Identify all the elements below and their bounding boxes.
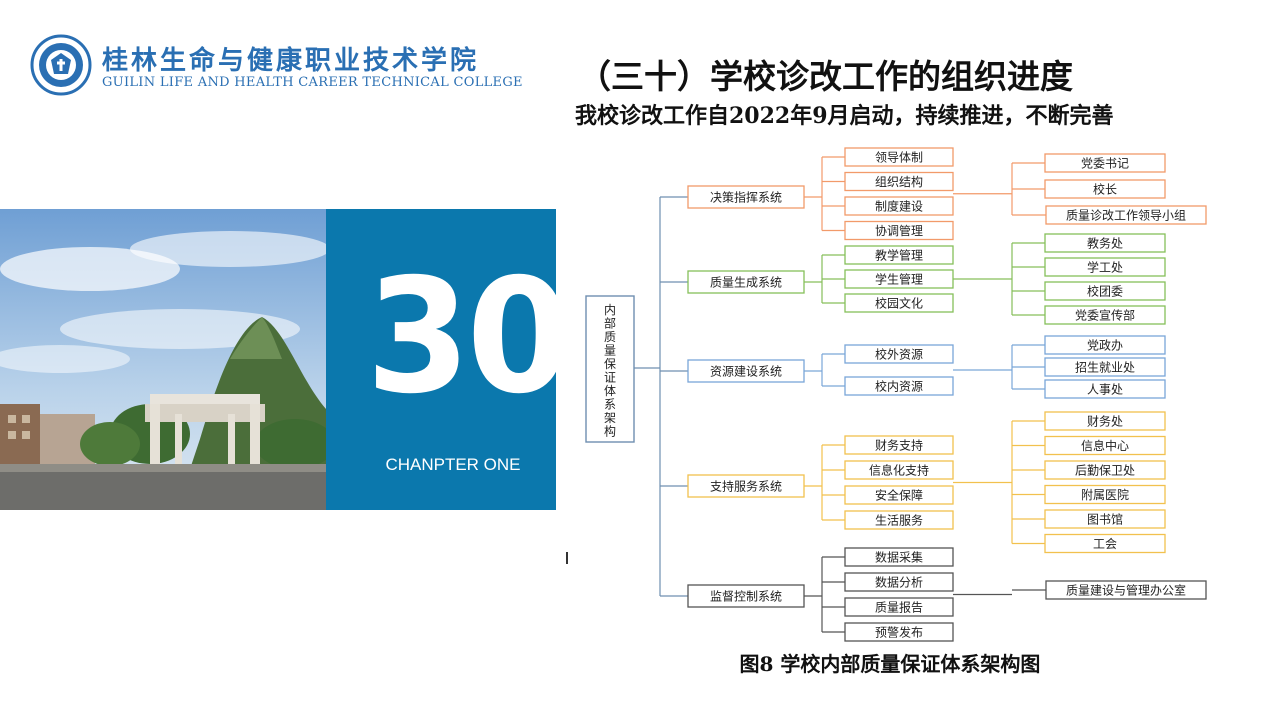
chapter-label: CHANPTER ONE (385, 455, 521, 474)
branch-2-right-1-label: 招生就业处 (1075, 361, 1135, 375)
root-label-char: 架 (604, 411, 616, 425)
diagram-caption: 图8 学校内部质量保证体系架构图 (739, 652, 1041, 676)
branch-4-middle-3-label: 预警发布 (875, 625, 923, 640)
branch-3-right-3-box (1044, 484, 1166, 505)
branch-3-middle-2-label: 安全保障 (875, 488, 923, 503)
branch-0-middle-0-box (844, 147, 954, 167)
branch-1-right-2-label: 校团委 (1087, 284, 1123, 299)
branch-2-middle-1-box (844, 376, 954, 396)
branch-0-middle-0-label: 领导体制 (875, 151, 923, 165)
branch-1-middle-0-box (844, 245, 954, 265)
branch-4-right-0-label: 质量建设与管理办公室 (1066, 583, 1186, 598)
branch-2-right-2-box (1044, 379, 1166, 399)
chapter-panel: 30 CHANPTER ONE (326, 209, 556, 510)
branch-0-right-1-box (1044, 179, 1166, 199)
branch-2-middle-0-box (844, 344, 954, 364)
branch-4-right-0-box (1045, 580, 1207, 600)
branch-0-middle-1-box (844, 171, 954, 192)
branch-4-middle-0-label: 数据采集 (875, 550, 923, 565)
branch-4-middle-2-label: 质量报告 (875, 600, 923, 615)
branch-1-right-1-label: 学工处 (1087, 260, 1123, 275)
branch-3-middle-0-label: 财务支持 (875, 438, 923, 453)
branch-3-right-3-label: 附属医院 (1081, 488, 1129, 502)
root-label-char: 质 (604, 330, 616, 344)
branch-3-right-0-label: 财务处 (1087, 414, 1123, 429)
branch-0-middle-1-label: 组织结构 (875, 174, 923, 189)
campus-photo (0, 209, 326, 510)
branch-4-middle-3-box (844, 622, 954, 642)
root-label-char: 量 (604, 344, 616, 358)
branch-3-middle-0-box (844, 435, 954, 455)
logo-chinese-name: 桂林生命与健康职业技术学院 (102, 46, 480, 76)
page-subtitle: 我校诊改工作自2022年9月启动，持续推进，不断完善 (575, 103, 1114, 129)
branch-1-right-0-label: 教务处 (1087, 236, 1123, 251)
branch-1-right-2-box (1044, 281, 1166, 301)
branch-2-right-0-box (1044, 335, 1166, 355)
branch-1-right-3-label: 党委宣传部 (1075, 308, 1135, 323)
branch-4-middle-2-box (844, 597, 954, 617)
branch-3-right-1-label: 信息中心 (1081, 438, 1129, 453)
branch-1-middle-0-label: 教学管理 (875, 248, 923, 263)
branch-3-right-4-label: 图书馆 (1087, 512, 1123, 527)
branch-0-right-2-box (1045, 205, 1207, 225)
root-label-char: 证 (604, 371, 616, 385)
branch-2-right-1-box (1044, 357, 1166, 377)
branch-1-right-3-box (1044, 305, 1166, 325)
branch-3-label: 支持服务系统 (710, 479, 782, 494)
branch-0-middle-3-label: 协调管理 (875, 223, 923, 238)
root-label-char: 内 (604, 303, 616, 317)
branch-3-middle-2-box (844, 485, 954, 505)
page-title: （三十）学校诊改工作的组织进度 (578, 57, 1073, 96)
branch-3-middle-1-box (844, 460, 954, 480)
branch-1-middle-1-label: 学生管理 (875, 272, 923, 287)
branch-0-label: 决策指挥系统 (710, 190, 782, 205)
branch-0-middle-3-box (844, 220, 954, 241)
branch-2-label: 资源建设系统 (710, 365, 782, 379)
branch-0-right-2-label: 质量诊改工作领导小组 (1066, 209, 1186, 223)
branch-3-right-4-box (1044, 509, 1166, 529)
root-label-char: 保 (604, 357, 616, 371)
branch-0-right-1-label: 校长 (1093, 182, 1117, 197)
branch-4-label: 监督控制系统 (710, 589, 782, 604)
root-label-char: 体 (604, 384, 616, 398)
root-label-char: 构 (604, 424, 616, 439)
branch-1-right-0-box (1044, 233, 1166, 253)
branch-2-right-2-label: 人事处 (1087, 383, 1123, 397)
branch-0-right-0-box (1044, 153, 1166, 173)
branch-1-middle-2-label: 校园文化 (875, 296, 923, 311)
branch-0-right-0-label: 党委书记 (1081, 156, 1129, 171)
branch-3-right-1-box (1044, 435, 1166, 456)
branch-2-middle-1-label: 校内资源 (875, 379, 923, 394)
root-label-char: 系 (604, 398, 616, 412)
branch-3-right-2-box (1044, 460, 1166, 480)
college-logo: 桂林生命与健康职业技术学院 GUILIN LIFE AND HEALTH CAR… (30, 34, 523, 98)
text-cursor (566, 552, 568, 564)
branch-0-middle-2-box (844, 196, 954, 216)
logo-english-name: GUILIN LIFE AND HEALTH CAREER TECHNICAL … (102, 75, 523, 90)
branch-4-middle-1-box (844, 572, 954, 592)
branch-0-middle-2-label: 制度建设 (875, 199, 923, 214)
branch-3-middle-1-label: 信息化支持 (869, 463, 929, 478)
branch-3-right-2-label: 后勤保卫处 (1075, 464, 1135, 478)
root-label-char: 部 (604, 316, 616, 331)
branch-3-right-0-box (1044, 411, 1166, 431)
branch-4-middle-1-label: 数据分析 (875, 575, 923, 590)
branch-2-middle-0-label: 校外资源 (875, 347, 923, 362)
branch-3-middle-3-label: 生活服务 (875, 513, 923, 528)
branch-1-middle-2-box (844, 293, 954, 313)
college-emblem-icon (30, 34, 92, 96)
branch-4-middle-0-box (844, 547, 954, 567)
branch-3-middle-3-box (844, 510, 954, 530)
chapter-number: 30 (366, 245, 556, 429)
branch-1-label: 质量生成系统 (710, 276, 782, 290)
branch-2-right-0-label: 党政办 (1087, 338, 1123, 353)
branch-1-right-1-box (1044, 257, 1166, 277)
root-box (585, 295, 635, 443)
branch-3-right-5-label: 工会 (1093, 537, 1117, 551)
branch-3-right-5-box (1044, 533, 1166, 554)
